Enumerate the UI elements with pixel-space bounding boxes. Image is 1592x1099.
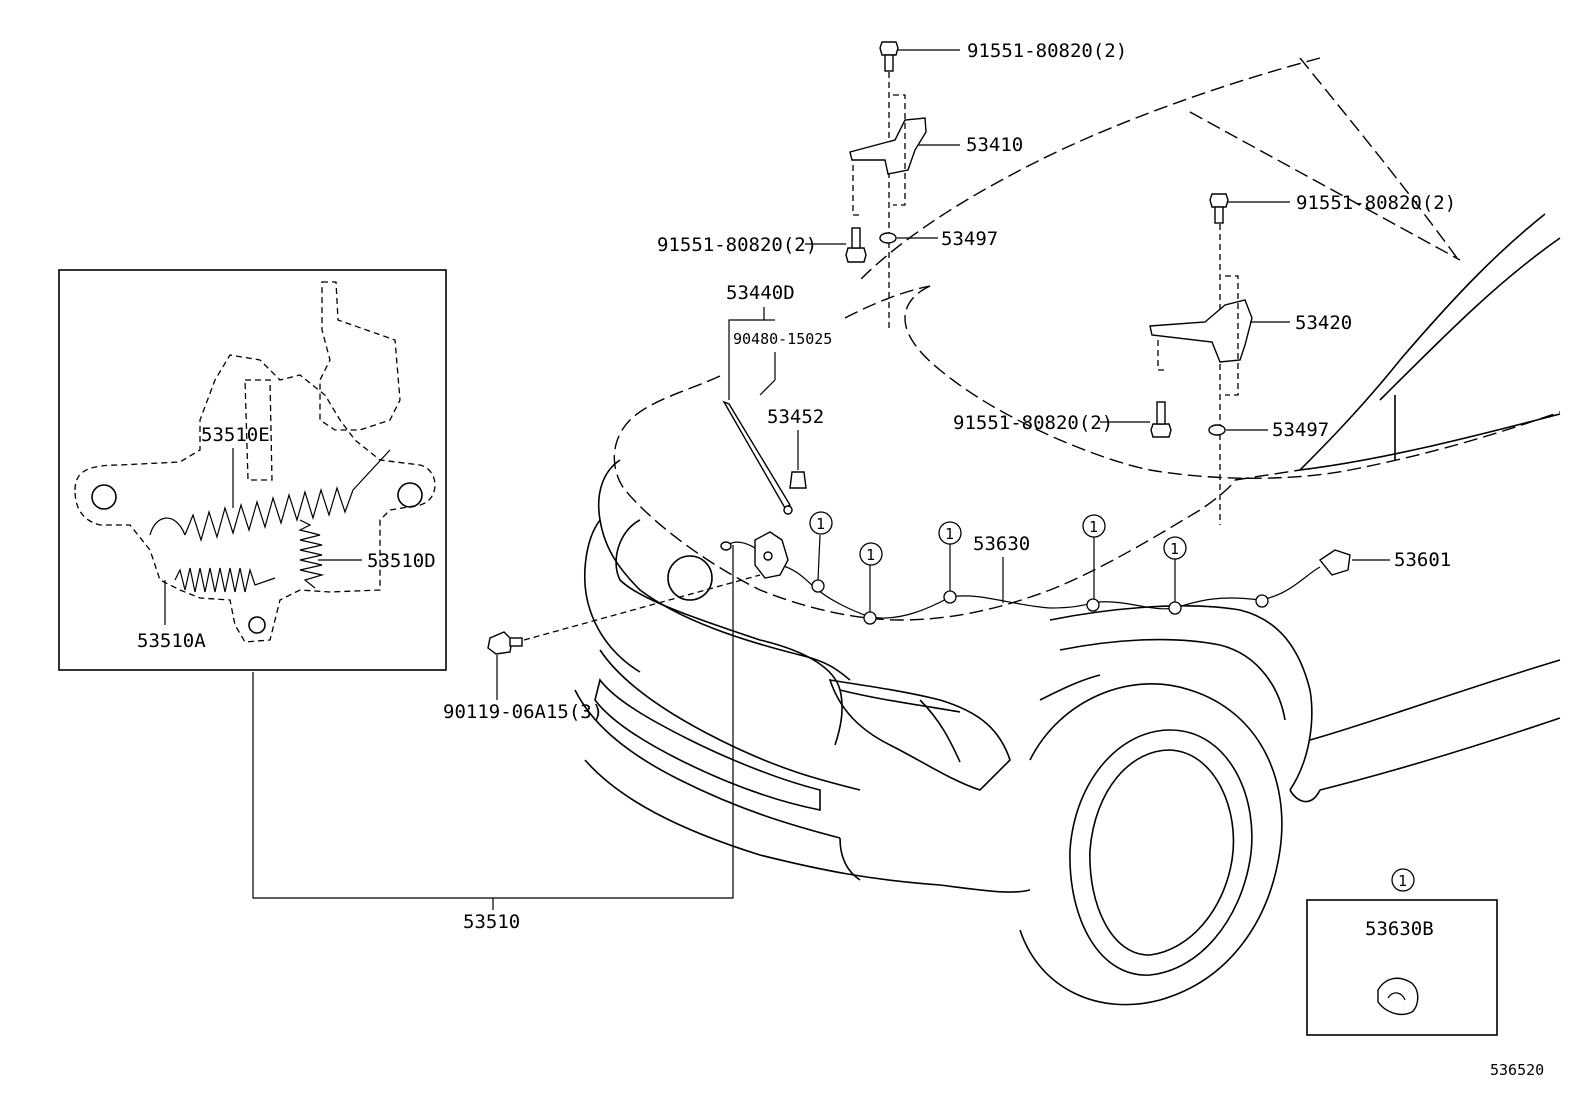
washer-icon	[879, 232, 897, 244]
screw-icon	[487, 631, 513, 655]
release-cable-icon	[779, 564, 1321, 619]
ref-circle-label: 1	[1170, 540, 1179, 558]
ref-circle-label: 1	[816, 515, 825, 533]
bolt-icon	[879, 41, 899, 56]
spring-icon	[174, 567, 276, 593]
support-rod-icon	[722, 400, 791, 509]
label-hinge-right: 53420	[1295, 312, 1352, 334]
label-lock-assy: 53510	[463, 911, 520, 933]
release-cable-group: 1 1 1 1 1 53630 53601	[779, 511, 1451, 625]
bolt-icon	[1209, 193, 1229, 208]
label-spring-e: 53510E	[201, 424, 270, 446]
hinge-right-group: 91551-80820(2) 53420 91551-80820(2) 5349…	[953, 192, 1456, 525]
label-bolt-top: 91551-80820(2)	[967, 40, 1127, 62]
label-hinge-left: 53410	[966, 134, 1023, 156]
label-spring-a: 53510A	[137, 630, 206, 652]
cable-handle-icon	[1318, 549, 1351, 576]
label-cable-end: 53601	[1394, 549, 1451, 571]
support-rod-group: 53440D 90480-15025 53452	[722, 282, 832, 515]
ref-circle-label: 1	[866, 546, 875, 564]
hinge-left-icon	[849, 117, 927, 175]
label-clip-rod: 90480-15025	[733, 330, 832, 348]
bolt-icon	[1150, 423, 1172, 438]
hinge-left-group: 91551-80820(2) 53410 91551-80820(2) 5349…	[657, 40, 1127, 330]
washer-icon	[1208, 424, 1226, 436]
label-bolt-left-hinge: 91551-80820(2)	[657, 234, 817, 256]
label-clamp-ref: 53630B	[1365, 918, 1434, 940]
label-release-cable: 53630	[973, 533, 1030, 555]
diagram-code: 536520	[1490, 1061, 1544, 1079]
bolt-icon	[884, 54, 894, 72]
label-bolt-right-hinge: 91551-80820(2)	[953, 412, 1113, 434]
hood-lock-group: 90119-06A15(3) 53510	[252, 531, 789, 933]
bolt-icon	[845, 247, 867, 263]
label-hood-rod-holder: 53452	[767, 406, 824, 428]
ref-circle-label: 1	[1089, 518, 1098, 536]
label-washer-right: 53497	[1272, 419, 1329, 441]
label-screw-bumper: 90119-06A15(3)	[443, 701, 603, 723]
lock-detail-inset: 53510E 53510D 53510A	[58, 269, 447, 671]
clamp-icon	[1377, 977, 1419, 1016]
spring-icon	[298, 519, 325, 589]
rod-holder-icon	[789, 471, 807, 489]
car-body-outline	[574, 57, 1561, 1006]
spring-icon	[184, 486, 354, 543]
label-bolt-right-top: 91551-80820(2)	[1296, 192, 1456, 214]
label-spring-d: 53510D	[367, 550, 436, 572]
ref-circle-label: 1	[945, 525, 954, 543]
clamp-detail-box: 1 53630B	[1306, 868, 1498, 1036]
label-washer-left: 53497	[941, 228, 998, 250]
label-support-rod: 53440D	[726, 282, 795, 304]
ref-circle-label: 1	[1398, 872, 1407, 890]
hinge-right-icon	[1149, 299, 1253, 363]
